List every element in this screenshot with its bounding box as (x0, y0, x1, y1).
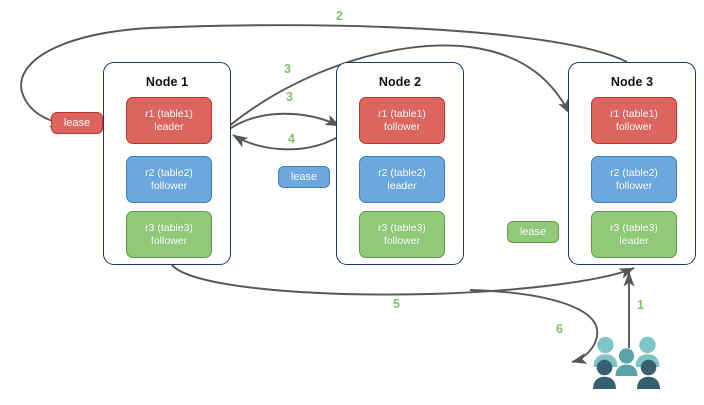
replica-label-line1: r1 (table1) (610, 107, 658, 120)
arrow-step-4 (232, 132, 345, 151)
replica-n3-r3[interactable]: r3 (table3) leader (591, 211, 677, 258)
replica-label-line2: leader (154, 120, 184, 133)
node-2-title: Node 2 (378, 75, 422, 89)
lease-badge-blue[interactable]: lease (278, 166, 330, 188)
replica-label-line2: follower (615, 179, 653, 192)
replica-n2-r2[interactable]: r2 (table2) leader (359, 156, 445, 203)
lease-badge-red[interactable]: lease (51, 112, 103, 134)
node-3-container[interactable]: Node 3 r1 (table1) follower r2 (table2) … (568, 62, 696, 265)
replica-label-line2: follower (383, 234, 421, 247)
arrow-step-6 (469, 289, 598, 364)
lease-badge-green[interactable]: lease (507, 221, 559, 243)
replica-n3-r1[interactable]: r1 (table1) follower (591, 97, 677, 144)
replica-label-line1: r1 (table1) (378, 107, 426, 120)
replica-n2-r1[interactable]: r1 (table1) follower (359, 97, 445, 144)
arrow-step-3-lower (227, 112, 341, 131)
replica-label-line1: r3 (table3) (610, 221, 658, 234)
step-label-1: 1 (637, 298, 644, 312)
node-3-title: Node 3 (610, 75, 654, 89)
replica-n3-r2[interactable]: r2 (table2) follower (591, 156, 677, 203)
step-label-6: 6 (556, 322, 563, 336)
replica-label-line1: r3 (table3) (378, 221, 426, 234)
step-label-4: 4 (288, 132, 295, 146)
replica-label-line2: leader (619, 234, 649, 247)
users-group-icon (593, 336, 660, 389)
replica-label-line1: r3 (table3) (145, 221, 193, 234)
replica-label-line2: leader (387, 179, 417, 192)
replica-label-line2: follower (383, 120, 421, 133)
replica-n1-r3[interactable]: r3 (table3) follower (126, 211, 212, 258)
replica-n1-r2[interactable]: r2 (table2) follower (126, 156, 212, 203)
replica-label-line1: r2 (table2) (378, 166, 426, 179)
node-1-container[interactable]: Node 1 r1 (table1) leader r2 (table2) fo… (103, 62, 231, 265)
arrow-step-2 (20, 24, 628, 128)
step-label-5: 5 (393, 297, 400, 311)
replica-label-line2: follower (150, 179, 188, 192)
replica-label-line2: follower (150, 234, 188, 247)
step-label-2: 2 (336, 9, 343, 23)
replica-label-line1: r2 (table2) (610, 166, 658, 179)
replica-n2-r3[interactable]: r3 (table3) follower (359, 211, 445, 258)
arrow-step-5 (171, 264, 635, 296)
step-label-3a: 3 (284, 62, 291, 76)
node-2-container[interactable]: Node 2 r1 (table1) follower r2 (table2) … (336, 62, 464, 265)
step-label-3b: 3 (286, 90, 293, 104)
replica-label-line2: follower (615, 120, 653, 133)
arrow-step-3-upper (227, 44, 571, 128)
replica-label-line1: r2 (table2) (145, 166, 193, 179)
replica-n1-r1[interactable]: r1 (table1) leader (126, 97, 212, 144)
replica-label-line1: r1 (table1) (145, 107, 193, 120)
node-1-title: Node 1 (145, 75, 189, 89)
client-group[interactable] (591, 334, 663, 390)
